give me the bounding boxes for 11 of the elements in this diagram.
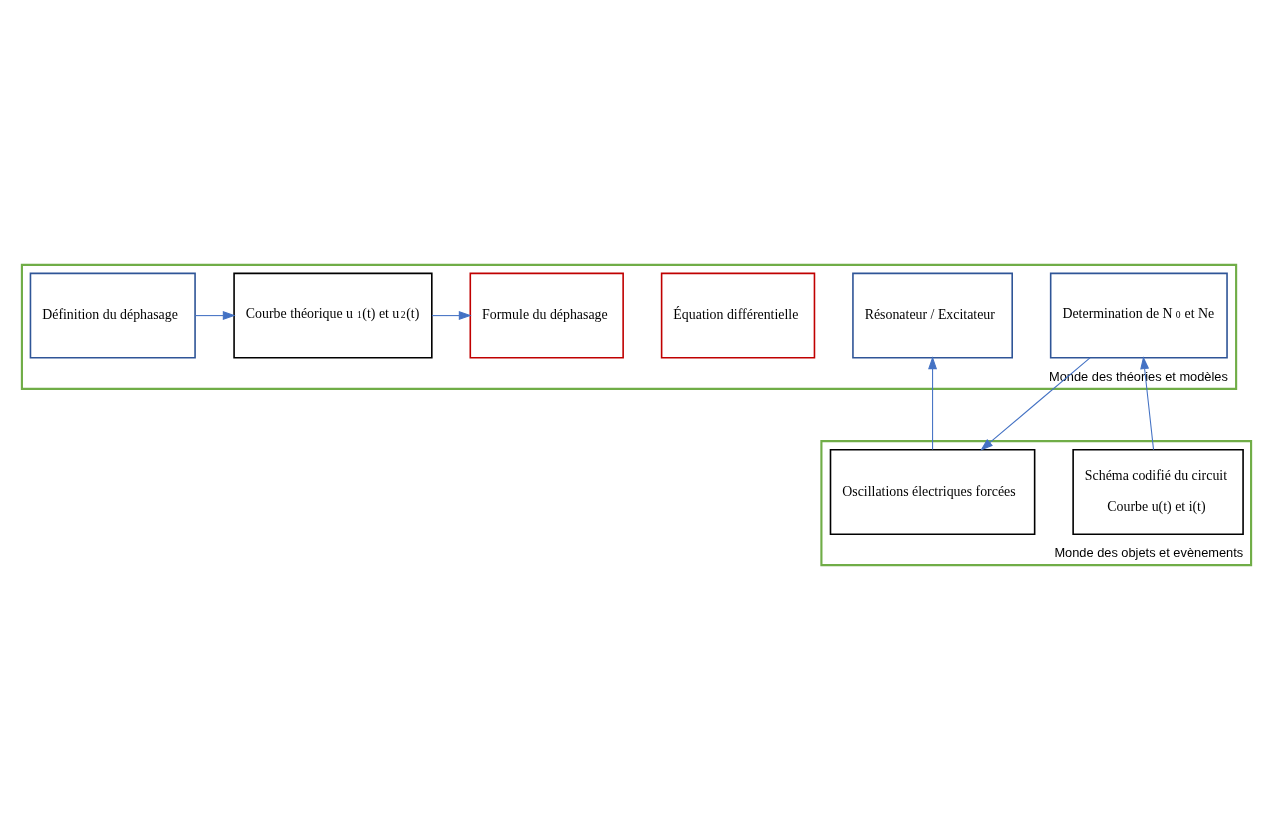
arrow (928, 355, 938, 450)
node-box: Schéma codifié du circuit Courbe u(t) et i(t) (1072, 448, 1244, 535)
node-box: Résonateur / Excitateur (852, 272, 1013, 359)
arrow (431, 310, 472, 320)
node-box: Formule du déphasage (469, 272, 624, 359)
arrow (1140, 355, 1155, 450)
node-box: Équation différentielle (660, 272, 816, 359)
arrow (980, 356, 1091, 451)
arrow (194, 310, 236, 320)
node-box: Définition du déphasage (29, 272, 196, 359)
node-box: Oscillations électriques forcées (829, 448, 1036, 535)
